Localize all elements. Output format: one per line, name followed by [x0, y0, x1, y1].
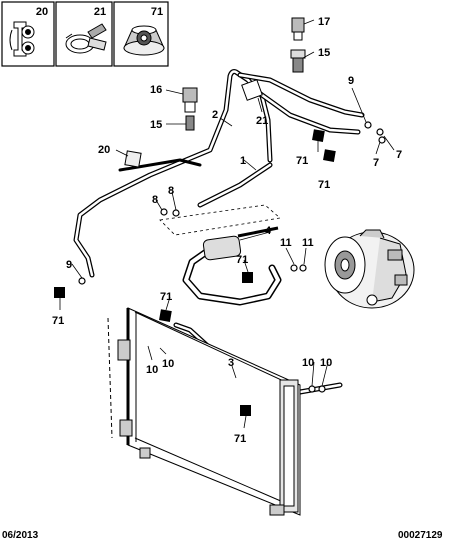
callout-16: 16 [150, 84, 162, 96]
callout-71-left: 71 [52, 315, 64, 327]
callout-15-left: 15 [150, 119, 162, 131]
callout-8-right: 8 [168, 185, 174, 197]
callouts: 17 15 16 15 9 2 21 20 1 8 8 71 71 7 7 4 … [52, 16, 402, 445]
footer-code: 00027129 [398, 530, 443, 541]
hose-clamp-icon [65, 23, 107, 54]
callout-71-upper-b: 71 [318, 179, 330, 191]
callout-3: 3 [228, 357, 234, 369]
callout-71-condenser: 71 [160, 291, 172, 303]
callout-11-left: 11 [280, 237, 292, 249]
callout-10-c: 10 [302, 357, 314, 369]
cap-markers [54, 129, 336, 416]
callout-17: 17 [318, 16, 330, 28]
callout-20: 20 [98, 144, 110, 156]
pipe-clip-icon [9, 21, 35, 57]
hose-muffler [202, 226, 279, 261]
callout-1: 1 [240, 155, 246, 167]
legend-panel [1, 1, 169, 67]
callout-71-bottom: 71 [234, 433, 246, 445]
legend-ref-21: 21 [94, 6, 106, 18]
callout-21: 21 [256, 115, 268, 127]
callout-71-upper-a: 71 [296, 155, 308, 167]
callout-15-top: 15 [318, 47, 330, 59]
leader-lines [59, 19, 395, 429]
pipe-clamp-21 [241, 79, 263, 101]
legend-ref-71: 71 [151, 6, 163, 18]
ac-compressor [324, 229, 415, 309]
callout-10-a: 10 [146, 364, 158, 376]
callout-71-hose: 71 [236, 254, 248, 266]
condenser [107, 307, 301, 516]
callout-4: 4 [265, 225, 272, 237]
callout-10-d: 10 [320, 357, 332, 369]
service-valve-17 [290, 17, 306, 73]
callout-9-top: 9 [348, 75, 354, 87]
protective-cap-icon [123, 25, 165, 56]
legend-ref-20: 20 [36, 6, 48, 18]
callout-7-left: 7 [373, 157, 379, 169]
pipe-clip-20 [124, 150, 142, 168]
callout-9-left: 9 [66, 259, 72, 271]
callout-7-right: 7 [396, 149, 402, 161]
callout-11-right: 11 [302, 237, 314, 249]
footer-date: 06/2013 [2, 530, 39, 541]
service-valve-16 [182, 87, 198, 131]
callout-2: 2 [212, 109, 218, 121]
callout-10-b: 10 [162, 358, 174, 370]
callout-8-left: 8 [152, 194, 158, 206]
